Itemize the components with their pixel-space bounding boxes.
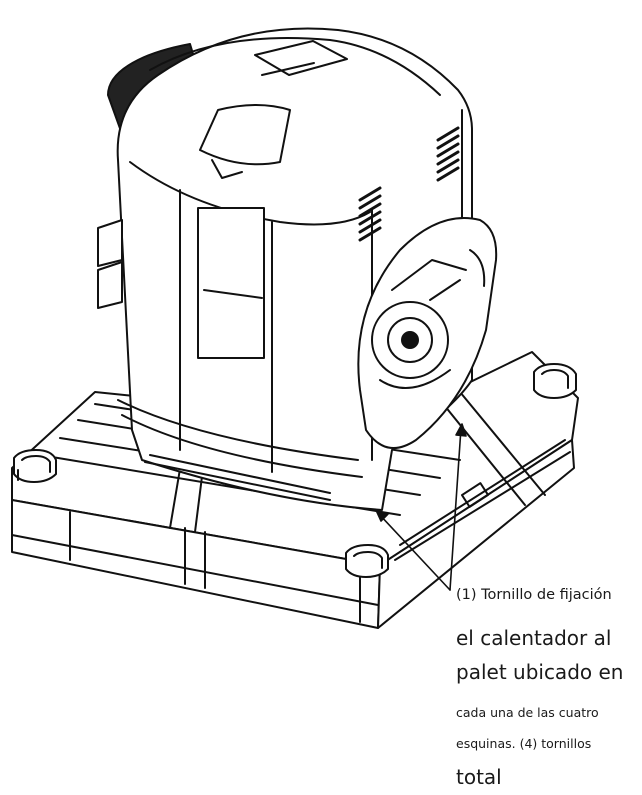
callout-arrows [375, 423, 467, 591]
side-vents [358, 126, 460, 242]
corner-bracket-front-left [13, 449, 57, 483]
corner-bracket-front-right [345, 544, 389, 578]
corner-bracket-back-right [533, 363, 577, 399]
blower-housing [357, 217, 498, 449]
